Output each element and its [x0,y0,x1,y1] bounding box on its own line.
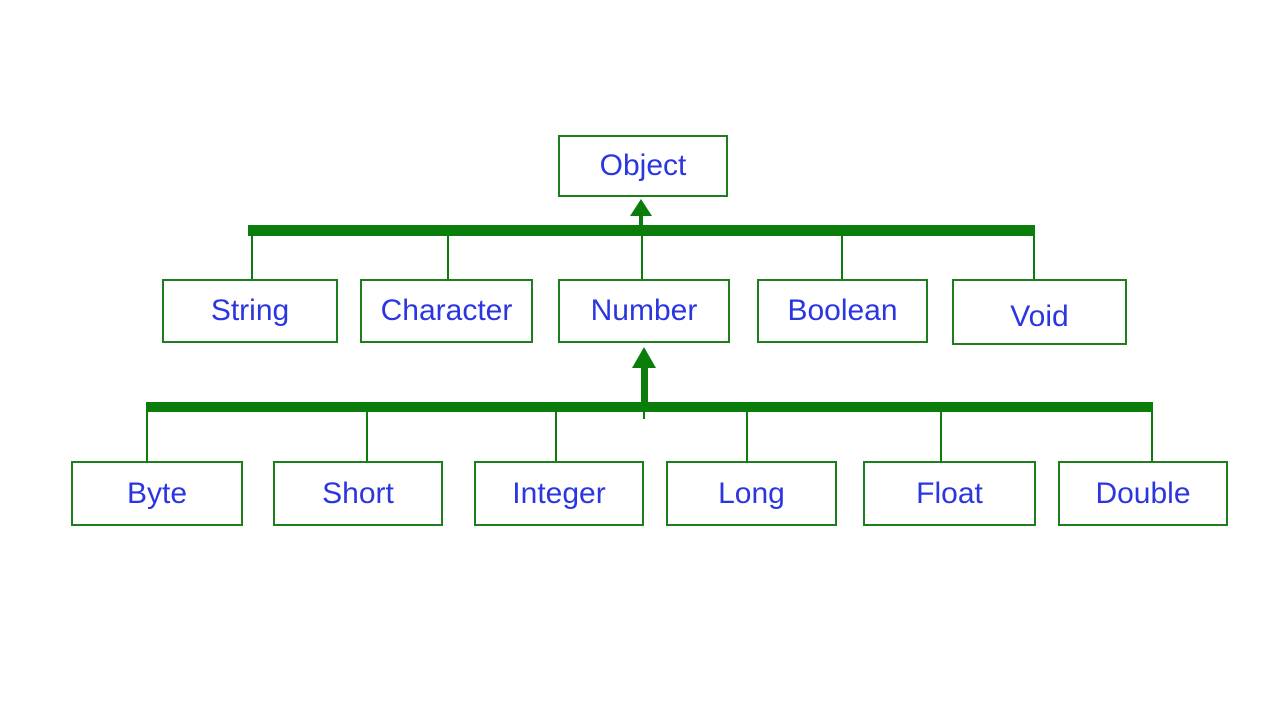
connector-boolean [841,236,843,279]
inheritance-bar-level1 [248,225,1035,236]
connector-float [940,412,942,461]
connector-byte [146,412,148,461]
arrow-to-object-shaft [639,212,643,226]
arrow-to-object-head [630,196,652,216]
connector-short [366,412,368,461]
bar2-center-stub [643,412,645,419]
node-long: Long [666,461,837,526]
node-character: Character [360,279,533,343]
node-short: Short [273,461,443,526]
connector-character [447,236,449,279]
node-string: String [162,279,338,343]
inheritance-bar-level2 [146,402,1153,412]
node-boolean: Boolean [757,279,928,343]
connector-number [641,236,643,279]
node-object: Object [558,135,728,197]
node-number: Number [558,279,730,343]
connector-void [1033,236,1035,279]
connector-string [251,236,253,279]
node-void: Void [952,279,1127,345]
connector-integer [555,412,557,461]
node-byte: Byte [71,461,243,526]
connector-long [746,412,748,461]
arrow-to-number-head [632,344,656,368]
arrow-to-number-shaft [641,363,648,403]
node-integer: Integer [474,461,644,526]
connector-double [1151,412,1153,461]
node-float: Float [863,461,1036,526]
node-double: Double [1058,461,1228,526]
